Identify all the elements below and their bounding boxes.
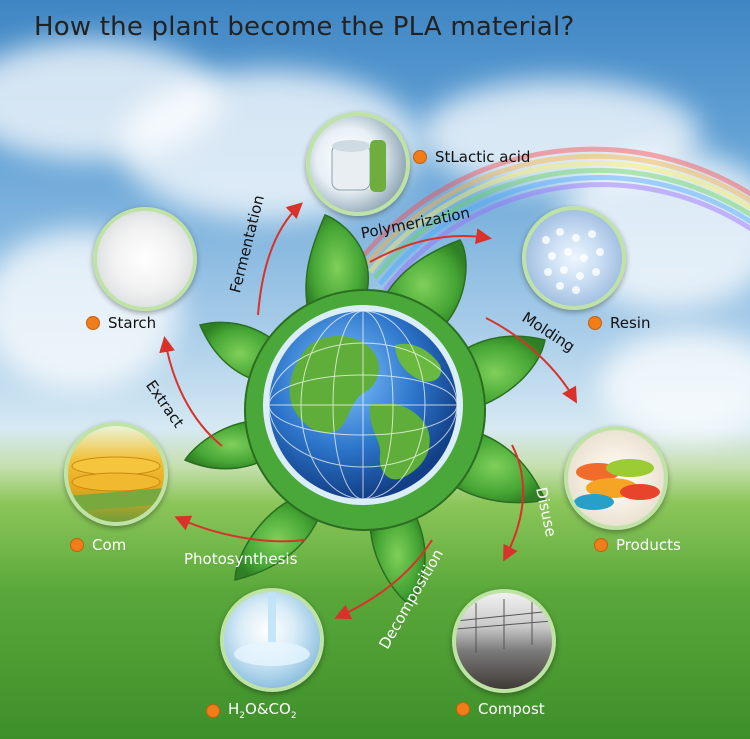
bullet-dot <box>70 538 84 552</box>
products-image <box>564 426 668 530</box>
arrow-molding <box>485 317 577 404</box>
rainbow <box>358 146 750 292</box>
resin-image <box>522 206 626 310</box>
arrow-decomposition <box>334 539 433 620</box>
node-label: Compost <box>478 700 545 718</box>
arrow-polymerization <box>369 228 492 263</box>
bullet-dot <box>413 150 427 164</box>
node-label: Resin <box>610 314 651 332</box>
node-label: Products <box>616 536 681 554</box>
node-lactic-acid: StLactic acid <box>413 148 530 166</box>
page-title: How the plant become the PLA material? <box>34 12 575 42</box>
compost-image <box>452 589 556 693</box>
bullet-dot <box>206 703 220 718</box>
bullet-dot <box>594 538 608 552</box>
cloud <box>600 330 750 440</box>
node-resin: Resin <box>588 314 650 332</box>
node-label: Com <box>92 536 127 554</box>
node-compost: Compost <box>456 700 545 718</box>
node-corn: Com <box>70 536 126 554</box>
globe-icon <box>263 305 463 505</box>
node-h2o-co2: H2O&CO2 <box>206 700 297 721</box>
arrow-fermentation <box>257 202 303 316</box>
cycle-arrows <box>159 202 577 620</box>
water-co2-image <box>220 588 324 692</box>
node-label: StLactic acid <box>435 148 531 166</box>
corn-image <box>64 422 168 526</box>
starch-image <box>93 207 197 311</box>
node-label: H2O&CO2 <box>228 700 297 721</box>
arrow-disuse <box>503 444 525 562</box>
arrow-photosynthesis <box>174 515 306 543</box>
node-starch: Starch <box>86 314 156 332</box>
lactic-acid-image <box>306 112 410 216</box>
node-label: Starch <box>108 314 157 332</box>
node-products: Products <box>594 536 681 554</box>
arrow-extract <box>159 336 223 447</box>
bullet-dot <box>588 316 602 330</box>
bullet-dot <box>456 702 470 716</box>
bullet-dot <box>86 316 100 330</box>
step-photosynthesis: Photosynthesis <box>184 550 298 568</box>
